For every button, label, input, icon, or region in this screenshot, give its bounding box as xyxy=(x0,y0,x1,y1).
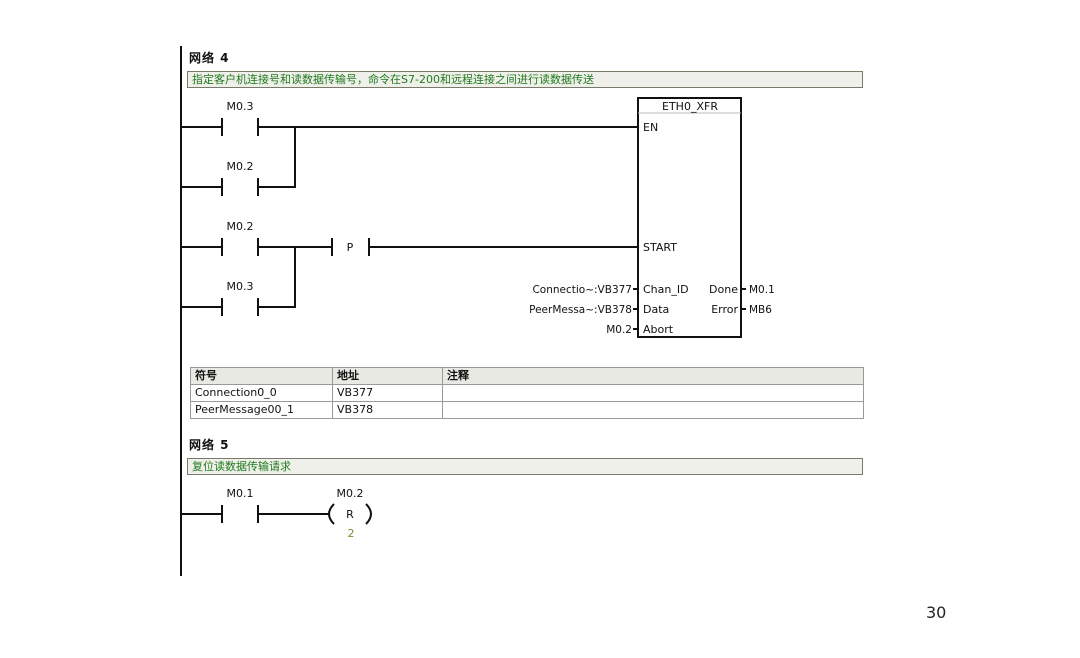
contact-label-m0-3b: M0.3 xyxy=(227,280,254,293)
coil-count[interactable]: 2 xyxy=(348,527,355,540)
symbol-table: 符号 地址 注释 Connection0_0 VB377 PeerMessage… xyxy=(190,367,864,419)
network-4-title: 网络 4 xyxy=(189,51,230,65)
contact-label-m0-3: M0.3 xyxy=(227,100,254,113)
network-4-comment[interactable]: 指定客户机连接号和读数据传输号，命令在S7-200和远程连接之间进行读数据传送 xyxy=(187,71,863,88)
network-5-title: 网络 5 xyxy=(189,438,230,452)
header-symbol[interactable]: 符号 xyxy=(190,367,333,385)
header-comment[interactable]: 注释 xyxy=(442,367,864,385)
pin-start: START xyxy=(643,241,677,254)
contact-label-m0-2b: M0.2 xyxy=(227,220,254,233)
positive-transition-label: P xyxy=(347,241,354,254)
table-row[interactable]: PeerMessage00_1 VB378 xyxy=(190,401,864,419)
pin-error: Error xyxy=(711,303,738,316)
pin-abort: Abort xyxy=(643,323,674,336)
eth0-xfr-block[interactable] xyxy=(637,97,742,338)
table-row[interactable]: Connection0_0 VB377 xyxy=(190,384,864,402)
block-name: ETH0_XFR xyxy=(662,100,718,113)
contact-label-m0-1: M0.1 xyxy=(227,487,254,500)
operand-error[interactable]: MB6 xyxy=(749,304,772,316)
page-number: 30 xyxy=(926,603,947,622)
coil-left-arc xyxy=(328,503,335,525)
pin-en: EN xyxy=(643,121,658,134)
cell-comment[interactable] xyxy=(442,401,864,419)
coil-operand[interactable]: M0.2 xyxy=(337,487,364,500)
contact-label-m0-2: M0.2 xyxy=(227,160,254,173)
cell-symbol[interactable]: PeerMessage00_1 xyxy=(190,401,333,419)
pin-done: Done xyxy=(709,283,738,296)
cell-comment[interactable] xyxy=(442,384,864,402)
left-power-rail xyxy=(180,46,182,576)
header-address[interactable]: 地址 xyxy=(332,367,443,385)
cell-address[interactable]: VB378 xyxy=(332,401,443,419)
operand-chan-id[interactable]: Connectio~:VB377 xyxy=(532,284,632,296)
cell-address[interactable]: VB377 xyxy=(332,384,443,402)
coil-type: R xyxy=(346,508,354,521)
network-5-comment[interactable]: 复位读数据传输请求 xyxy=(187,458,863,475)
operand-data[interactable]: PeerMessa~:VB378 xyxy=(529,304,632,316)
operand-abort[interactable]: M0.2 xyxy=(606,324,632,336)
symbol-table-header: 符号 地址 注释 xyxy=(190,367,864,385)
pin-data: Data xyxy=(643,303,669,316)
coil-right-arc xyxy=(365,503,372,525)
pin-chan-id: Chan_ID xyxy=(643,283,689,296)
cell-symbol[interactable]: Connection0_0 xyxy=(190,384,333,402)
operand-done[interactable]: M0.1 xyxy=(749,284,775,296)
